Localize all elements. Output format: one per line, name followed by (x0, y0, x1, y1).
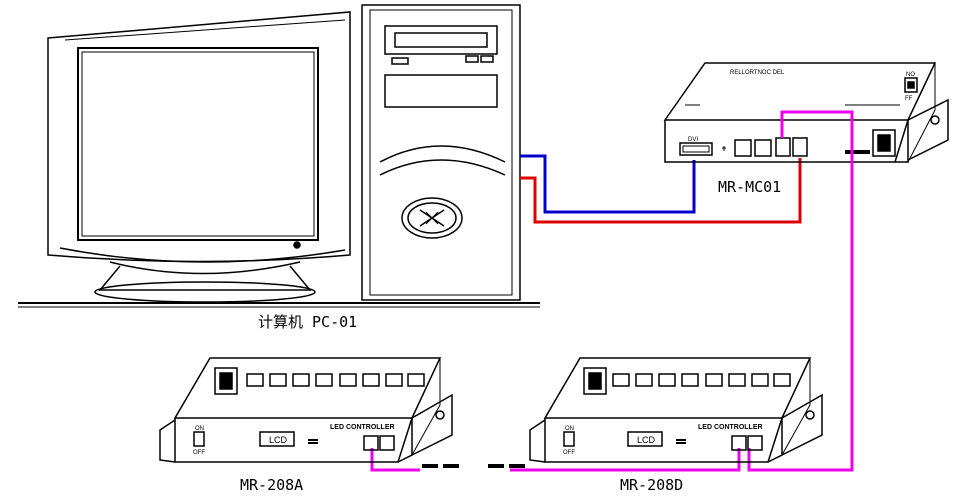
controller-208a-switch-on: ON (195, 426, 204, 432)
controller-208d-switch-on: ON (565, 426, 574, 432)
monitor (18, 11, 540, 308)
main-controller-top-text: RELLORTNOC DEL (730, 70, 785, 76)
main-controller (663, 62, 949, 163)
controller-208a-switch-off: OFF (193, 450, 205, 456)
dvi-cable (520, 154, 696, 214)
pc-label: 计算机 PC-01 (258, 313, 357, 331)
switch-label-bottom: FF (905, 96, 913, 102)
dvi-port-label: DVI (688, 137, 698, 143)
controller-208d (529, 357, 823, 463)
controller-208a-lcd: LCD (269, 435, 288, 445)
controller-208a-label: MR-208A (240, 476, 303, 494)
main-controller-label: MR-MC01 (718, 178, 781, 196)
controller-208d-title: LED CONTROLLER (698, 424, 763, 431)
controller-208a (159, 357, 453, 463)
network-cable-daisy (370, 448, 741, 472)
controller-208d-label: MR-208D (620, 476, 683, 494)
usb-cable (520, 158, 802, 224)
pc-tower (361, 4, 521, 301)
controller-208d-lcd: LCD (637, 435, 656, 445)
controller-208a-title: LED CONTROLLER (330, 424, 395, 431)
switch-label-top: NO (906, 72, 915, 78)
network-cable (747, 110, 854, 472)
controller-208d-switch-off: OFF (563, 450, 575, 456)
